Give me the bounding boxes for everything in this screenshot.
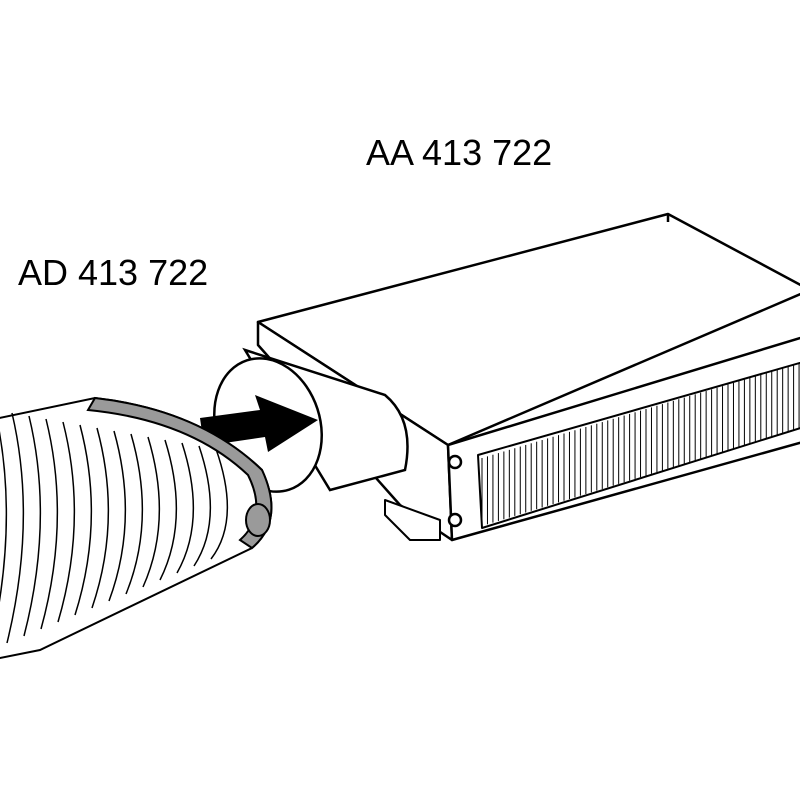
hose-corrugation xyxy=(23,415,42,637)
hose-corrugation xyxy=(193,445,212,567)
hose-corrugation xyxy=(0,431,8,603)
mounting-bracket xyxy=(384,499,441,541)
duct-hose-label: AD 413 722 xyxy=(18,252,209,293)
hose-corrugation xyxy=(40,418,59,630)
grille-lines xyxy=(481,363,800,526)
hose-corrugation xyxy=(176,442,195,574)
hose-corrugation xyxy=(74,424,93,616)
hose-corrugation xyxy=(159,439,178,581)
hose-corrugation xyxy=(57,421,76,623)
hose-corrugation xyxy=(108,430,127,602)
screw xyxy=(447,454,463,470)
hose-corrugation xyxy=(142,436,161,588)
hose-corrugation xyxy=(125,433,144,595)
hose-corrugation xyxy=(210,448,229,560)
flexible-hose xyxy=(0,396,273,660)
filter-box xyxy=(256,212,800,542)
hose-corrugation xyxy=(6,412,25,644)
direction-arrow xyxy=(200,395,318,452)
filter-unit-label: AA 413 722 xyxy=(366,132,553,173)
clamp-screw xyxy=(245,503,271,537)
screw xyxy=(447,512,463,528)
hose-corrugation xyxy=(91,427,110,609)
